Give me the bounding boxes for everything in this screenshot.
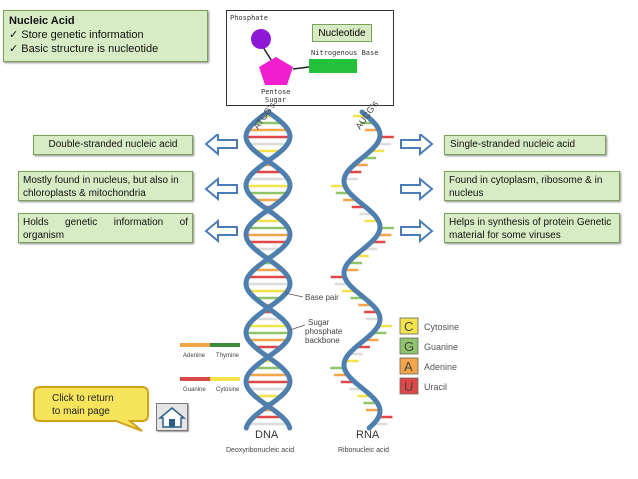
dna-label: DNA bbox=[255, 429, 279, 441]
home-icon bbox=[157, 407, 187, 428]
dna-backbone-strand bbox=[243, 109, 293, 431]
nitrogenous-base-shape bbox=[309, 59, 357, 73]
rna-arrows bbox=[400, 134, 434, 244]
nucleotide-diagram: Phosphate Nucleotide Nitrogenous Base Pe… bbox=[226, 10, 394, 106]
legend-letter: A bbox=[404, 359, 413, 374]
legend-swatch bbox=[399, 377, 419, 395]
adenine-bar bbox=[180, 343, 210, 347]
guanine-bar bbox=[180, 377, 210, 381]
phosphate-label: Phosphate bbox=[230, 14, 268, 22]
legend-swatch bbox=[399, 337, 419, 355]
sugar-label-1: Pentose bbox=[261, 88, 291, 96]
thymine-bar bbox=[210, 343, 240, 347]
summary-point: ✓ Store genetic information bbox=[9, 29, 144, 41]
summary-heading: Nucleic Acid bbox=[9, 15, 75, 27]
dna-arrows bbox=[204, 134, 238, 244]
phosphate-shape bbox=[251, 29, 271, 49]
return-label-2: to main page bbox=[52, 406, 110, 417]
dna-feature-box: Mostly found in nucleus, but also in chl… bbox=[18, 171, 193, 201]
adenine-pair-label: Adenine bbox=[183, 353, 206, 359]
backbone-label-3: backbone bbox=[305, 336, 340, 345]
summary-point: ✓ Basic structure is nucleotide bbox=[9, 43, 159, 55]
home-button[interactable] bbox=[156, 403, 188, 431]
legend-name: Adenine bbox=[424, 362, 457, 372]
thymine-pair-label: Thymine bbox=[216, 353, 240, 359]
right-arrow-icon bbox=[400, 134, 434, 157]
cytosine-bar bbox=[210, 377, 240, 381]
helix-backbones bbox=[243, 109, 383, 431]
guanine-pair-label: Guanine bbox=[183, 387, 206, 393]
right-arrow-icon bbox=[400, 218, 434, 244]
rna-feature-box: Helps in synthesis of protein Genetic ma… bbox=[444, 213, 620, 243]
backbone-label-1: Sugar bbox=[308, 318, 330, 327]
dna-backbone-strand bbox=[243, 109, 293, 431]
base-label: Nitrogenous Base bbox=[311, 49, 379, 57]
dna-feature-box: Double-stranded nucleic acid bbox=[33, 135, 193, 155]
legend-letter: G bbox=[404, 339, 414, 354]
dna-feature-box: Holds genetic information of organism bbox=[18, 213, 193, 243]
rna-full-name: Ribonucleic acid bbox=[338, 447, 389, 454]
nucleotide-shapes bbox=[251, 29, 357, 85]
dna-full-name: Deoxyribonucleic acid bbox=[226, 447, 294, 454]
pentose-sugar-shape bbox=[259, 57, 293, 85]
left-arrow-icon bbox=[204, 134, 238, 157]
legend-name: Guanine bbox=[424, 342, 458, 352]
nucleotide-label: Nucleotide bbox=[312, 24, 372, 42]
left-arrow-icon bbox=[204, 176, 238, 202]
right-arrow-icon bbox=[400, 176, 434, 202]
cytosine-pair-label: Cytosine bbox=[216, 387, 240, 393]
legend-name: Uracil bbox=[424, 382, 447, 392]
rna-label: RNA bbox=[356, 429, 380, 441]
legend-letter: C bbox=[404, 319, 413, 334]
nucleic-acid-summary: Nucleic Acid ✓ Store genetic information… bbox=[3, 10, 208, 62]
legend-name: Cytosine bbox=[424, 322, 459, 332]
return-to-main-button[interactable]: Click to return to main page bbox=[30, 383, 152, 433]
rna-feature-box: Found in cytoplasm, ribosome & in nucleu… bbox=[444, 171, 620, 201]
legend-swatch bbox=[399, 357, 419, 375]
legend-letter: U bbox=[404, 379, 413, 394]
rna-feature-box: Single-stranded nucleic acid bbox=[444, 135, 606, 155]
return-label-1: Click to return bbox=[52, 393, 114, 404]
backbone-label-2: phosphate bbox=[305, 327, 343, 336]
legend-swatch bbox=[399, 317, 419, 335]
left-arrow-icon bbox=[204, 218, 238, 244]
rna-backbone-strand bbox=[341, 109, 383, 431]
sugar-label-2: Sugar bbox=[265, 96, 287, 104]
base-pair-label: Base pair bbox=[305, 293, 339, 302]
